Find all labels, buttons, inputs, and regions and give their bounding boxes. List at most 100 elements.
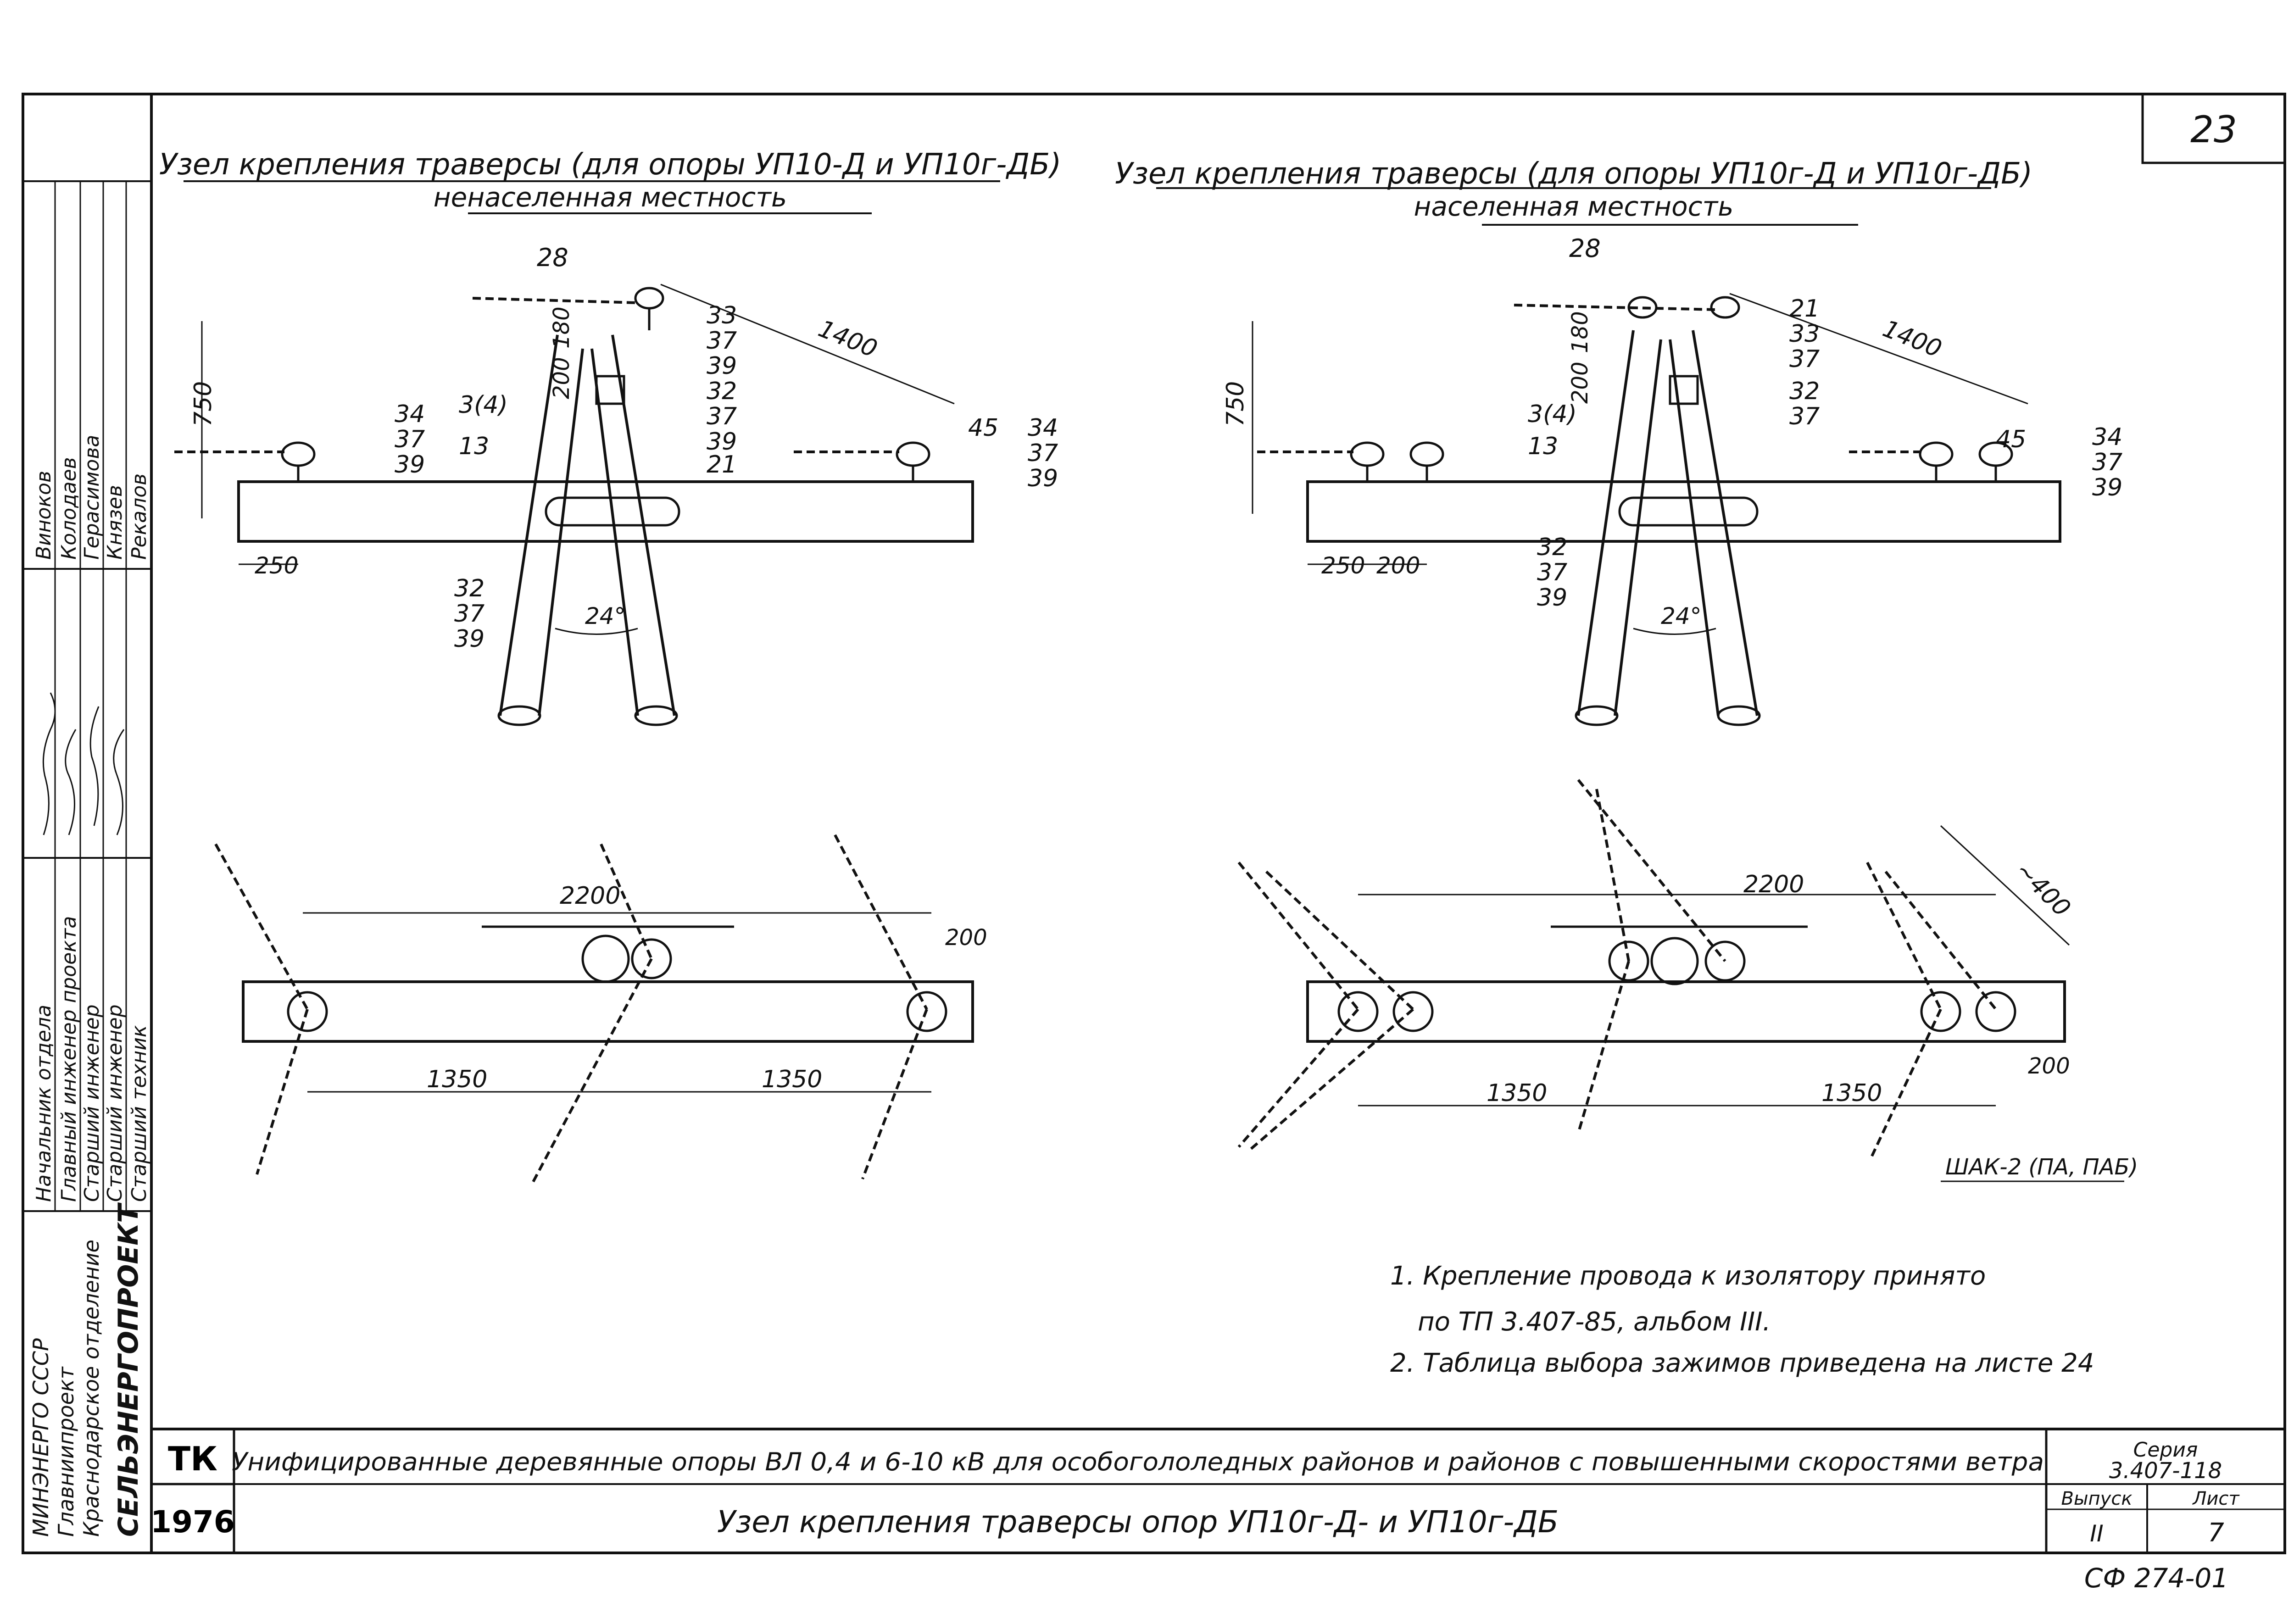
v2-label-33: 33 (1789, 320, 1820, 348)
tb-tk: ТК (168, 1440, 217, 1478)
v2-label-13: 13 (1528, 433, 1558, 460)
crossarm (237, 480, 974, 543)
tb-main-title: Унифицированные деревянные опоры ВЛ 0,4 … (232, 1447, 2044, 1476)
v1-label-32b: 32 (454, 575, 484, 602)
tb-sheet-label: Лист (2192, 1488, 2240, 1509)
v1-label-45: 45 (968, 414, 998, 442)
v2-label-39r: 39 (2092, 474, 2122, 501)
v1-dim-250: 250 (255, 552, 298, 579)
v1-label-37c: 37 (454, 600, 484, 628)
name-3: Герасимова (80, 435, 104, 560)
v1-label-21: 21 (707, 451, 737, 478)
v1-dim-750: 750 (189, 381, 217, 427)
p2-dim-1350b: 1350 (1821, 1079, 1882, 1107)
pole-right (1669, 330, 1759, 716)
name-2: Колодаев (57, 457, 81, 560)
p1-dim-200: 200 (945, 925, 987, 951)
v2-dim-750: 750 (1222, 381, 1249, 427)
tb-issue-label: Выпуск (2061, 1488, 2133, 1509)
p1-dim-2200: 2200 (560, 882, 620, 910)
p1-dim-1350b: 1350 (762, 1066, 822, 1093)
role-1: Начальник отдела (32, 1005, 56, 1202)
v2-label-34: 34 (2092, 423, 2122, 451)
org-line-1: МИНЭНЕРГО СССР (28, 1338, 53, 1537)
tb-year: 1976 (150, 1504, 235, 1540)
view1-title: Узел крепления траверсы (для опоры УП10-… (159, 148, 1061, 182)
crossarm-plan (1306, 980, 2066, 1043)
p2-dim-400: ~400 (2010, 856, 2076, 922)
role-2: Главный инженер проекта (57, 916, 81, 1202)
note-1: 1. Крепление провода к изолятору принято (1390, 1261, 1986, 1291)
v1-label-34r: 34 (1028, 414, 1058, 442)
v1-label-37b: 37 (707, 403, 737, 430)
v2-label-37r: 37 (2092, 449, 2122, 476)
v1-label-37r: 37 (1028, 439, 1058, 467)
v2-dim-1400: 1400 (1879, 315, 1945, 363)
v1-dim-200: 200 (549, 357, 574, 399)
role-4: Старший инженер (103, 1004, 127, 1202)
v1-label-13: 13 (459, 433, 489, 460)
role-5: Старший техник (128, 1025, 151, 1202)
tb-series-label: Серия (2133, 1438, 2198, 1462)
org-line-3: Краснодарское отделение (79, 1240, 104, 1537)
v1-label-32: 32 (707, 378, 737, 405)
v1-dim-180: 180 (549, 306, 574, 349)
note-2: 2. Таблица выбора зажимов приведена на л… (1390, 1348, 2094, 1378)
view1-subtitle: ненаселенная местность (434, 182, 787, 213)
title-block: ТК 1976 Унифицированные деревянные опоры… (150, 1428, 2285, 1554)
org-line-4: СЕЛЬЭНЕРГОПРОЕКТ (112, 1202, 145, 1537)
v1-label-37a: 37 (707, 327, 737, 355)
crossarm (1306, 480, 2061, 543)
v1-dim-1400: 1400 (814, 315, 881, 363)
v2-label-39c: 39 (1537, 584, 1567, 612)
v1-label-341: 3(4) (459, 391, 508, 419)
v2-label-37b: 37 (1789, 403, 1820, 430)
left-roles-block: Начальник отдела Главный инженер проекта… (32, 916, 151, 1202)
outer-frame (22, 93, 2286, 1554)
v2-label-21: 21 (1789, 295, 1820, 323)
v1-label-37l: 37 (395, 426, 425, 453)
v2-dim-200b: 200 (1376, 552, 1420, 579)
v2-label-32: 32 (1789, 378, 1820, 405)
sheet-number: 23 (2190, 108, 2237, 151)
v2-label-37c: 37 (1537, 559, 1567, 586)
bolt-plate (1618, 496, 1759, 527)
view2-title: Узел крепления траверсы (для опоры УП10г… (1115, 157, 2032, 191)
tb-issue-value: II (2090, 1520, 2104, 1547)
v1-label-39b: 39 (707, 428, 737, 456)
name-5: Рекалов (128, 473, 151, 560)
v2-label-45: 45 (1996, 426, 2026, 453)
v1-label-34l: 34 (395, 400, 425, 428)
p2-dim-200: 200 (2028, 1053, 2070, 1079)
crossarm-plan (242, 980, 974, 1043)
v1-label-33: 33 (707, 302, 737, 329)
p1-dim-1350a: 1350 (427, 1066, 487, 1093)
v2-dim-250: 250 (1321, 552, 1365, 579)
v1-label-39l: 39 (395, 451, 425, 478)
bolt-plate (545, 496, 680, 527)
view2-subtitle: населенная местность (1414, 191, 1734, 222)
tb-series-value: 3.407-118 (2109, 1458, 2222, 1484)
notes: 1. Крепление провода к изолятору принято… (1390, 1261, 2094, 1378)
pole-left (1577, 330, 1662, 716)
v1-label-39c: 39 (454, 625, 484, 653)
p2-clamp-label: ШАК-2 (ПА, ПАБ) (1945, 1154, 2138, 1180)
v2-dim-angle: 24° (1661, 603, 1702, 629)
v2-dim-180: 180 (1567, 311, 1593, 353)
plan2-view: 2200 ~400 200 1350 1350 ШАК-2 (ПА, ПАБ) (1237, 779, 2138, 1182)
v2-label-341: 3(4) (1528, 400, 1577, 428)
v2-label-37a: 37 (1789, 345, 1820, 373)
v2-dim-200: 200 (1567, 362, 1593, 404)
v2-label-32b: 32 (1537, 534, 1567, 561)
p2-dim-2200: 2200 (1743, 871, 1804, 898)
left-org-block: МИНЭНЕРГО СССР Главниипроект Краснодарск… (28, 1202, 145, 1537)
tb-sheet-value: 7 (2208, 1518, 2224, 1548)
v1-dim-angle: 24° (585, 603, 626, 629)
note-1-cont: по ТП 3.407-85, альбом III. (1418, 1307, 1771, 1337)
v1-label-39a: 39 (707, 352, 737, 380)
role-3: Старший инженер (80, 1004, 104, 1202)
v2-label-28: 28 (1569, 234, 1601, 263)
left-names-block: Виноков Колодаев Герасимова Князев Рекал… (32, 435, 151, 560)
pole-left (499, 334, 584, 716)
